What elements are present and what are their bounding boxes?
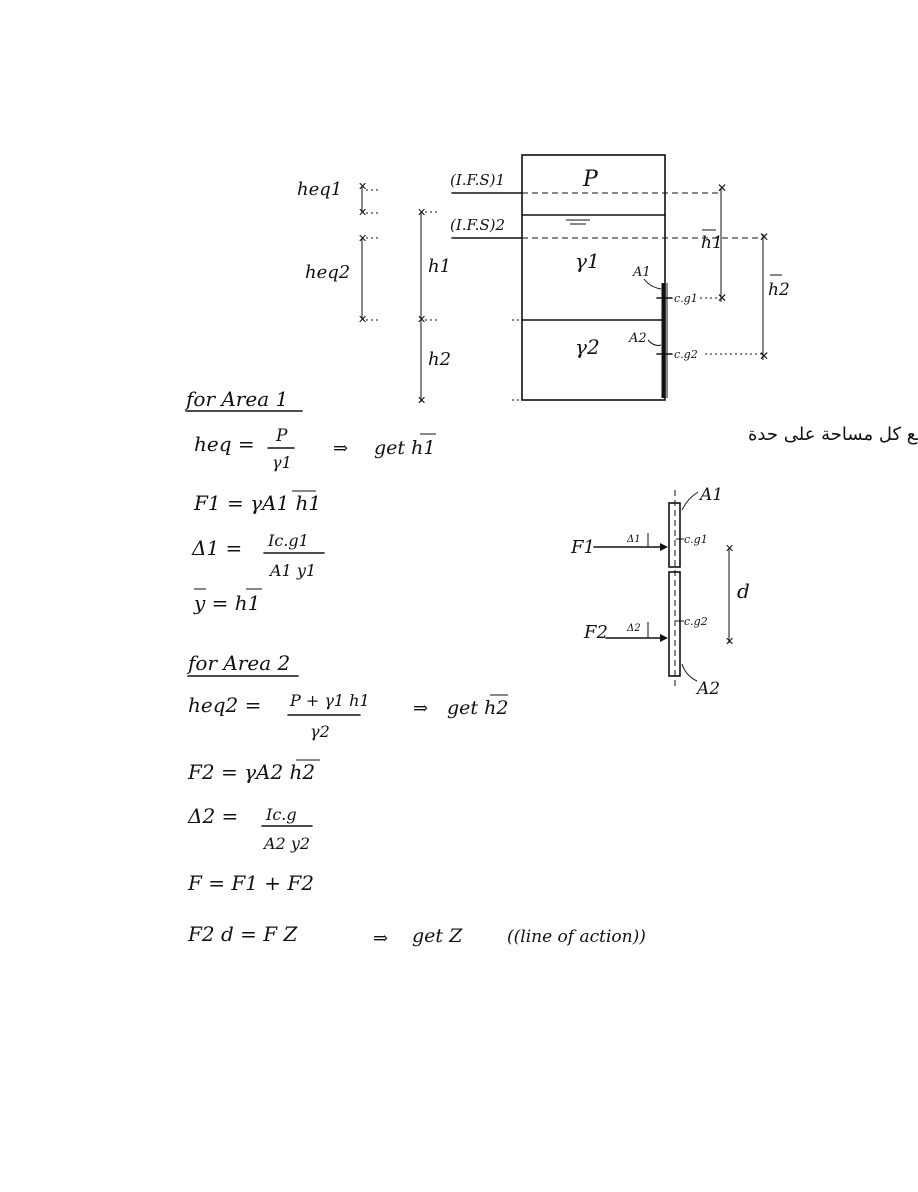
pressure-label: P — [582, 167, 599, 192]
tank-diagram: P γ1 γ2 (I.F.S)1 (I.F.S)2 A1 A2 c.g1 c.g… — [297, 154, 790, 407]
depth-mid-tick: ✕ — [417, 313, 426, 326]
area2-delta-num: Ic.g — [265, 805, 297, 824]
a2-leader — [647, 339, 662, 346]
h1bar-top-tick: ✕ — [717, 181, 727, 195]
arabic-note: نتعامل مع كل مساحة على حدة — [748, 424, 918, 445]
area2-f-total: F = F1 + F2 — [187, 871, 314, 895]
h1-label: h1 — [428, 256, 451, 277]
h1bar-bottom-tick: ✕ — [717, 291, 727, 305]
fd-cg2-label: c.g2 — [684, 615, 708, 628]
area1-heq-lhs: heq = — [194, 432, 255, 456]
area1-heq-get: get h1 — [374, 437, 435, 459]
ifs1-label: (I.F.S)1 — [450, 171, 505, 189]
h1bar-label: h1 — [701, 233, 723, 253]
fd-a2-label: A2 — [695, 679, 720, 699]
tank-outline — [521, 154, 666, 401]
heq1-label: heq1 — [297, 179, 342, 200]
fd-f1-label: F1 — [570, 537, 595, 558]
depth-bottom-tick: ✕ — [417, 394, 426, 407]
area1-delta-num: Ic.g1 — [267, 531, 309, 550]
a1-leader — [643, 278, 662, 290]
h2bar-label: h2 — [768, 280, 790, 300]
area1-delta-lhs: Δ1 = — [191, 536, 242, 560]
area2-heq-lhs: heq2 = — [188, 693, 261, 717]
area2-section: for Area 2 heq2 = P + γ1 h1 γ2 ⇒ get h2 … — [186, 651, 646, 949]
area2-heq-den: γ2 — [310, 722, 330, 741]
fd-d-bottom-tick: ✕ — [725, 635, 734, 648]
area1-f1: F1 = γA1 h1 — [193, 491, 321, 515]
a2-label: A2 — [628, 331, 647, 346]
area1-section: for Area 1 heq = P γ1 ⇒ get h1 F1 = γA1 … — [184, 387, 436, 615]
area2-heq-arrow: ⇒ — [413, 698, 428, 719]
area1-delta-den: A1 y1 — [268, 561, 316, 580]
fd-f1-arrowhead — [660, 543, 668, 551]
heq2-top-tick: ✕ — [358, 232, 367, 245]
area2-heq-num: P + γ1 h1 — [289, 691, 370, 710]
fd-d1-label: Δ1 — [626, 534, 641, 545]
fd-a1-leader — [681, 491, 699, 511]
fd-cg1-label: c.g1 — [684, 533, 708, 546]
heq1-bottom-tick: ✕ — [358, 206, 367, 219]
fd-d-top-tick: ✕ — [725, 542, 734, 555]
fd-d-label: d — [737, 579, 750, 603]
area2-delta-den: A2 y2 — [262, 834, 310, 853]
h2bar-top-tick: ✕ — [759, 230, 769, 244]
area2-f2: F2 = γA2 h2 — [187, 760, 315, 784]
area1-y: y = h1 — [193, 591, 260, 615]
area1-heq-arrow: ⇒ — [333, 438, 348, 459]
cg1-label: c.g1 — [674, 292, 698, 305]
heq1-top-tick: ✕ — [358, 180, 367, 193]
ifs2-label: (I.F.S)2 — [450, 216, 505, 234]
area2-heading: for Area 2 — [186, 651, 290, 675]
a1-label: A1 — [632, 265, 651, 280]
area2-heq-get: get h2 — [447, 697, 508, 719]
heq2-bottom-tick: ✕ — [358, 313, 367, 326]
area2-moment-get: get Z — [412, 925, 463, 947]
fd-d2-label: Δ2 — [626, 623, 641, 634]
heq2-label: heq2 — [305, 262, 350, 283]
gamma2-label: γ2 — [575, 335, 600, 359]
cg2-label: c.g2 — [674, 348, 698, 361]
fd-f2-arrowhead — [660, 634, 668, 642]
gamma1-label: γ1 — [575, 249, 600, 273]
fd-f2-label: F2 — [583, 622, 608, 643]
area2-delta-lhs: Δ2 = — [187, 804, 238, 828]
fd-a1-label: A1 — [698, 485, 723, 505]
depth-top-tick: ✕ — [417, 206, 426, 219]
h2bar-bottom-tick: ✕ — [759, 349, 769, 363]
force-diagram: A1 A2 F1 Δ1 c.g1 F2 Δ2 c.g2 ✕ ✕ d — [570, 485, 750, 699]
area1-heq-num: P — [275, 426, 288, 446]
area2-moment-note: ((line of action)) — [507, 927, 646, 947]
area2-moment: F2 d = F Z — [187, 922, 298, 946]
h2-label: h2 — [428, 349, 451, 370]
fd-a2-leader — [681, 663, 698, 682]
area1-heading: for Area 1 — [184, 387, 288, 411]
area2-moment-arrow: ⇒ — [373, 928, 388, 949]
area1-heq-den: γ1 — [272, 453, 292, 472]
